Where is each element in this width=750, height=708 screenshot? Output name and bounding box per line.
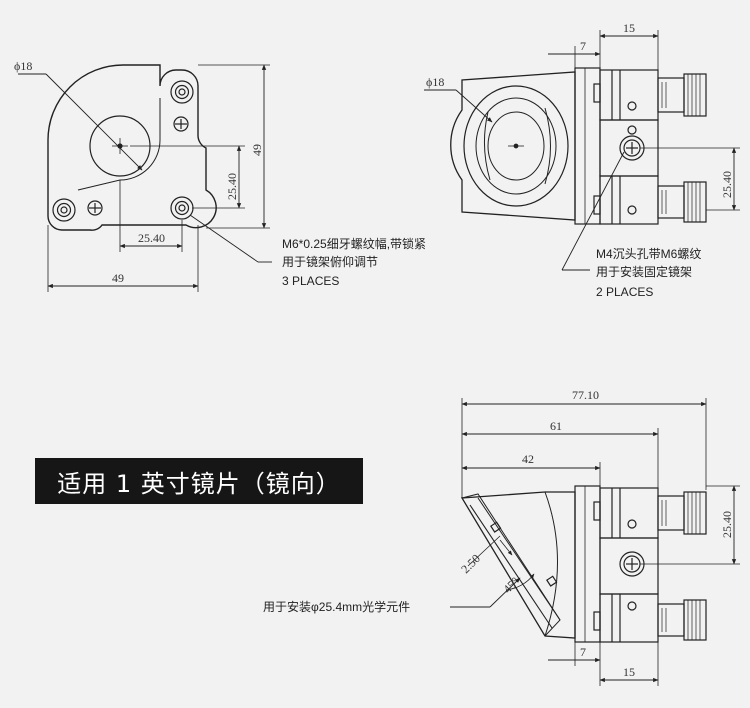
bottom-dim-height: 25.40 — [720, 511, 734, 538]
side-note-line-1: M4沉头孔带M6螺纹 — [596, 247, 701, 261]
lens-size-banner: 适用 1 英寸镜片（镜向） — [35, 458, 363, 504]
front-note-line-2: 用于镜架俯仰调节 — [282, 254, 378, 269]
front-note-line-1: M6*0.25细牙螺纹幅,带锁紧 — [282, 236, 426, 251]
front-note-line-3: 3 PLACES — [282, 274, 339, 288]
bottom-dim-mid: 61 — [550, 419, 562, 433]
bottom-view — [450, 398, 740, 686]
front-view — [18, 64, 272, 292]
front-dia-label: ϕ18 — [14, 59, 32, 73]
bottom-dim-base: 15 — [623, 665, 635, 679]
front-dim-height: 49 — [250, 144, 264, 156]
bottom-dim-inner: 42 — [522, 452, 534, 466]
side-dim-top: 15 — [623, 21, 635, 35]
side-dim-plate: 7 — [580, 39, 586, 53]
side-view — [424, 30, 740, 271]
bottom-dim-plate: 7 — [580, 645, 586, 659]
front-dim-width: 49 — [112, 271, 124, 285]
side-dim-height: 25.40 — [720, 171, 734, 198]
side-dia-label: ϕ18 — [426, 75, 444, 89]
side-note-line-3: 2 PLACES — [596, 285, 653, 299]
side-note-line-2: 用于安装固定镜架 — [596, 264, 692, 279]
bottom-note: 用于安装φ25.4mm光学元件 — [263, 599, 410, 614]
front-dim-inner-w: 25.40 — [138, 231, 165, 245]
front-dim-inner-h: 25.40 — [225, 173, 239, 200]
bottom-dim-total: 77.10 — [572, 388, 599, 402]
